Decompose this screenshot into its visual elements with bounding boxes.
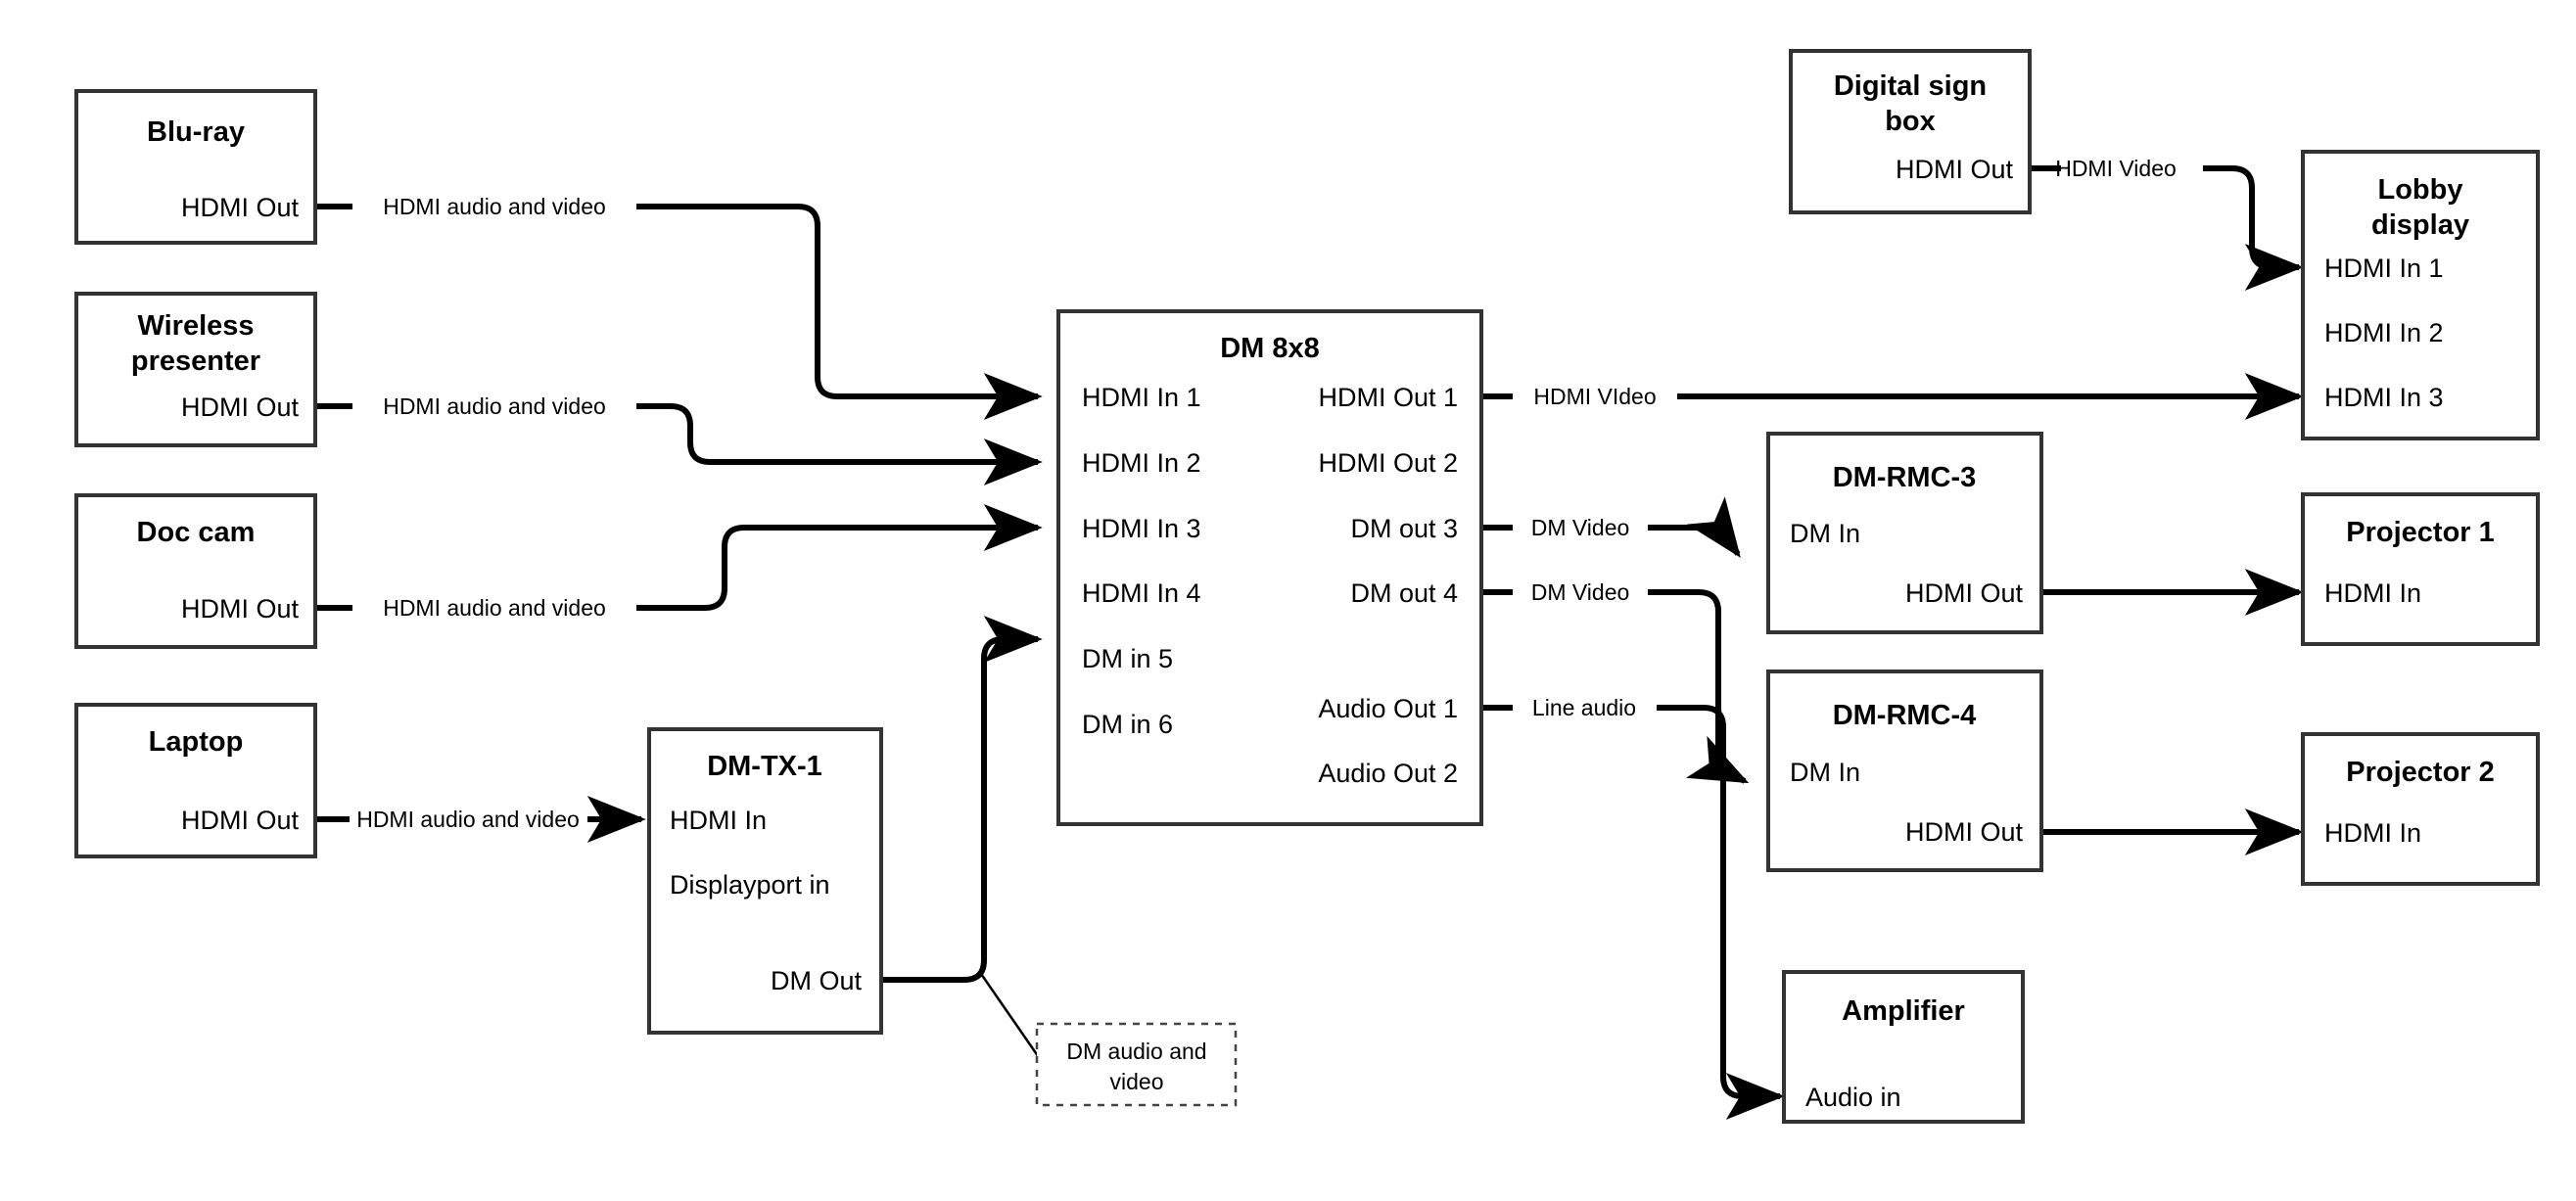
projector-1-title: Projector 1: [2346, 517, 2495, 548]
dm-rmc-3-box-outline: [1766, 432, 2043, 634]
amplifier-title: Amplifier: [1842, 995, 1965, 1027]
projector-1-box-outline: [2301, 492, 2540, 646]
dm-rmc-3-title: DM-RMC-3: [1833, 462, 1977, 493]
lobby-display-input-hdmi-in-2: HDMI In 2: [2324, 318, 2444, 347]
digital-sign-box-port-hdmi-out: HDMI Out: [1896, 155, 2014, 184]
dm-8x8-input-dm-in-6: DM in 6: [1082, 710, 1173, 739]
wire-laptop-to-dmtx1: HDMI audio and video: [315, 796, 646, 843]
amplifier-box-outline: [1782, 970, 2025, 1124]
wire-dm8x8-out1-to-lobby: HDMI VIdeo: [1481, 373, 2304, 420]
bluray-box-outline: [74, 89, 317, 245]
lobby-display-box-outline: [2301, 150, 2540, 440]
dm-8x8-input-hdmi-in-3: HDMI In 3: [1082, 514, 1201, 543]
wire-label-dmvideo-out3: DM Video: [1531, 515, 1630, 540]
device-box-dm-rmc-4[interactable]: DM-RMC-4 DM In HDMI Out: [1766, 670, 2043, 872]
wireless-presenter-title-line1: Wireless: [137, 310, 254, 342]
device-box-projector-1[interactable]: Projector 1 HDMI In: [2301, 492, 2540, 646]
dm-rmc-4-box-outline: [1766, 670, 2043, 872]
wire-label-doccam: HDMI audio and video: [383, 595, 606, 621]
dm-tx-1-box-outline: [647, 727, 883, 1035]
laptop-port-hdmi-out: HDMI Out: [181, 806, 300, 835]
wire-doccam-to-dm8x8: HDMI audio and video: [315, 504, 1043, 621]
digital-sign-box-title-line2: box: [1885, 106, 1936, 137]
callout-note-line1: DM audio and: [1066, 1039, 1206, 1064]
doc-cam-port-hdmi-out: HDMI Out: [181, 594, 300, 624]
projector-1-port-hdmi-in: HDMI In: [2324, 578, 2421, 608]
digital-sign-box-title-line1: Digital sign: [1834, 70, 1987, 102]
device-box-bluray[interactable]: Blu-ray HDMI Out: [74, 89, 317, 245]
projector-2-title: Projector 2: [2346, 757, 2495, 788]
dm-tx-1-port-dm-out: DM Out: [771, 966, 863, 995]
dm-8x8-input-hdmi-in-2: HDMI In 2: [1082, 448, 1201, 478]
lobby-display-input-hdmi-in-1: HDMI In 1: [2324, 254, 2444, 283]
dm-rmc-3-port-hdmi-out: HDMI Out: [1905, 578, 2024, 608]
lobby-display-title-line2: display: [2371, 209, 2469, 241]
wireless-presenter-box-outline: [74, 292, 317, 447]
lobby-display-input-hdmi-in-3: HDMI In 3: [2324, 383, 2444, 412]
device-box-laptop[interactable]: Laptop HDMI Out: [74, 703, 317, 858]
doc-cam-box-outline: [74, 493, 317, 649]
wire-bluray-to-dm8x8: HDMI audio and video: [315, 194, 1043, 420]
dm-tx-1-title: DM-TX-1: [707, 751, 822, 782]
device-box-lobby-display[interactable]: Lobby display HDMI In 1 HDMI In 2 HDMI I…: [2301, 150, 2540, 440]
projector-2-box-outline: [2301, 732, 2540, 886]
dm-8x8-output-hdmi-out-2: HDMI Out 2: [1318, 448, 1458, 478]
wire-label-dmvideo-out4: DM Video: [1531, 579, 1630, 605]
device-box-dm-tx-1[interactable]: DM-TX-1 HDMI In Displayport in DM Out: [647, 727, 883, 1035]
wire-dmtx1-to-dm8x8: [881, 616, 1043, 983]
dm-8x8-input-hdmi-in-4: HDMI In 4: [1082, 578, 1201, 608]
dm-8x8-output-dm-out-3: DM out 3: [1350, 514, 1458, 543]
callout-note-dm-audio-video: DM audio and video: [1035, 1022, 1238, 1107]
wire-sign-to-lobby: HDMI Video: [2030, 156, 2304, 291]
doc-cam-title: Doc cam: [137, 517, 256, 548]
amplifier-port-audio-in: Audio in: [1805, 1083, 1901, 1112]
laptop-box-outline: [74, 703, 317, 858]
wireless-presenter-port-hdmi-out: HDMI Out: [181, 393, 300, 422]
dm-8x8-box-outline: [1056, 309, 1483, 826]
device-box-projector-2[interactable]: Projector 2 HDMI In: [2301, 732, 2540, 886]
wireless-presenter-title-line2: presenter: [131, 346, 260, 377]
dm-8x8-output-hdmi-out-1: HDMI Out 1: [1318, 383, 1458, 412]
wire-label-sign: HDMI Video: [2055, 156, 2177, 181]
callout-note-line2: video: [1110, 1069, 1164, 1094]
wire-label-hdmi-video-out1: HDMI VIdeo: [1533, 384, 1656, 409]
wire-dm8x8-out4-to-rmc4: DM Video: [1481, 579, 1750, 784]
dm-rmc-4-port-dm-in: DM In: [1790, 758, 1860, 787]
wire-label-wireless: HDMI audio and video: [383, 393, 606, 419]
dm-rmc-4-title: DM-RMC-4: [1833, 700, 1977, 731]
dm-tx-1-port-hdmi-in: HDMI In: [670, 806, 767, 835]
projector-2-port-hdmi-in: HDMI In: [2324, 818, 2421, 848]
device-box-dm-rmc-3[interactable]: DM-RMC-3 DM In HDMI Out: [1766, 432, 2043, 634]
wire-wireless-to-dm8x8: HDMI audio and video: [315, 393, 1043, 485]
dm-tx-1-port-displayport-in: Displayport in: [670, 870, 830, 900]
digital-sign-box-outline: [1789, 49, 2032, 214]
wire-label-bluray: HDMI audio and video: [383, 194, 606, 219]
dm-8x8-output-dm-out-4: DM out 4: [1350, 578, 1458, 608]
bluray-title: Blu-ray: [147, 116, 245, 148]
dm-8x8-output-audio-out-1: Audio Out 1: [1318, 694, 1458, 723]
callout-note-outline: [1035, 1022, 1238, 1107]
laptop-title: Laptop: [149, 726, 244, 758]
device-box-wireless-presenter[interactable]: Wireless presenter HDMI Out: [74, 292, 317, 447]
wire-dm8x8-out3-to-rmc3: DM Video: [1481, 496, 1741, 558]
dm-rmc-4-port-hdmi-out: HDMI Out: [1905, 817, 2024, 847]
wire-label-laptop: HDMI audio and video: [356, 807, 580, 832]
dm-8x8-title: DM 8x8: [1220, 333, 1320, 364]
dm-8x8-input-dm-in-5: DM in 5: [1082, 644, 1173, 673]
bluray-port-hdmi-out: HDMI Out: [181, 193, 300, 222]
device-box-amplifier[interactable]: Amplifier Audio in: [1782, 970, 2025, 1124]
dm-8x8-output-audio-out-2: Audio Out 2: [1318, 759, 1458, 788]
dm-rmc-3-port-dm-in: DM In: [1790, 519, 1860, 548]
device-box-dm-8x8[interactable]: DM 8x8 HDMI In 1 HDMI In 2 HDMI In 3 HDM…: [1056, 309, 1483, 826]
dm-8x8-input-hdmi-in-1: HDMI In 1: [1082, 383, 1201, 412]
lobby-display-title-line1: Lobby: [2378, 174, 2463, 206]
callout-leader-line: [977, 970, 1045, 1064]
device-box-doc-cam[interactable]: Doc cam HDMI Out: [74, 493, 317, 649]
device-box-digital-sign-box[interactable]: Digital sign box HDMI Out: [1789, 49, 2032, 214]
wire-dm8x8-audio1-to-amp: Line audio: [1481, 695, 1785, 1120]
wire-label-lineaudio: Line audio: [1532, 695, 1636, 720]
